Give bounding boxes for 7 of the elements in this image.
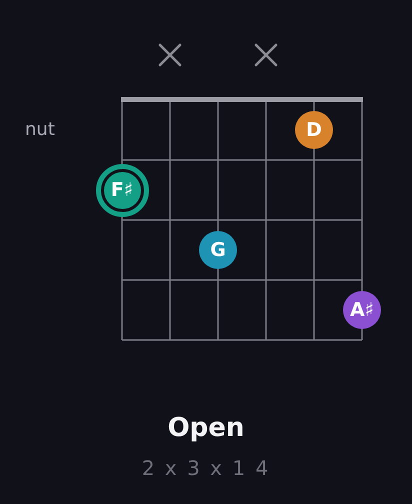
nut-label: nut: [25, 119, 55, 141]
note-dot: G: [199, 231, 237, 269]
note-dot: D: [295, 111, 333, 149]
fingering-text: 2 x 3 x 1 4: [142, 456, 270, 480]
root-note-marker: F♯: [96, 164, 148, 216]
chord-title: Open: [168, 413, 244, 443]
note-dot: A♯: [343, 291, 381, 329]
